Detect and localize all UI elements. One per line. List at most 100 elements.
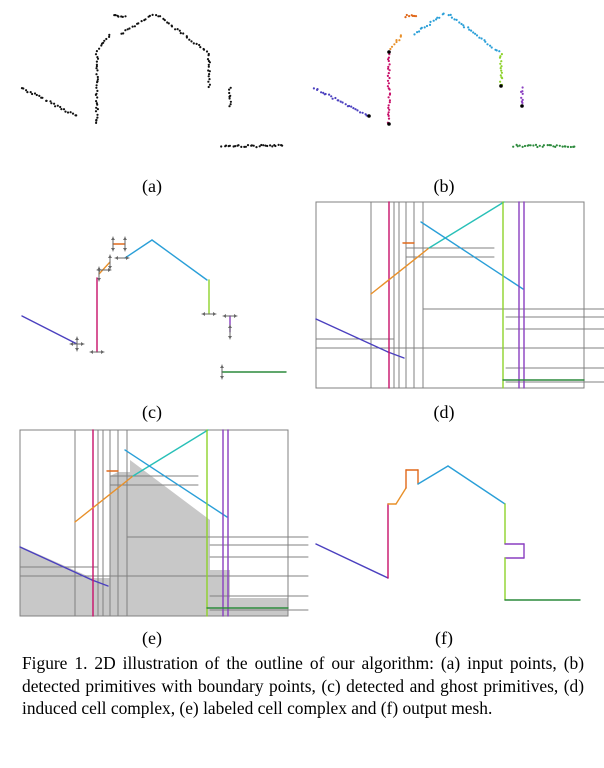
input-point (95, 86, 98, 89)
primitive-point (532, 144, 535, 147)
input-point (229, 100, 232, 103)
primitive-point (521, 145, 524, 148)
panel-d-label: (d) (433, 402, 455, 422)
primitive-point (330, 95, 333, 98)
ghost-arrowhead (228, 325, 232, 339)
ghost-arrowhead (123, 237, 127, 251)
primitive-point (413, 14, 416, 18)
input-point (66, 111, 70, 114)
primitive-line (19, 546, 93, 581)
input-point (124, 29, 127, 32)
input-point (102, 41, 105, 44)
primitive-point (337, 99, 340, 102)
input-point (96, 96, 99, 99)
ghost-arrowhead (223, 314, 237, 318)
input-point (96, 75, 99, 79)
input-point (53, 102, 56, 105)
input-point (174, 28, 177, 31)
primitive-point (564, 145, 567, 148)
input-point (199, 46, 202, 49)
input-point (122, 32, 125, 35)
primitive-point (334, 96, 337, 100)
input-point (262, 144, 265, 147)
input-point (151, 13, 154, 16)
input-point (95, 65, 98, 68)
input-point (45, 99, 48, 102)
figure-caption: Figure 1. 2D illustration of the outline… (22, 653, 584, 718)
input-point (258, 145, 261, 148)
primitive-point (418, 30, 421, 33)
primitive-point (501, 77, 504, 80)
input-point (94, 110, 98, 113)
input-point (98, 47, 101, 50)
input-point (167, 22, 170, 25)
boundary-point (367, 114, 371, 118)
input-point (170, 25, 174, 28)
input-point (255, 146, 258, 149)
primitive-line (98, 261, 111, 275)
ghost-arrowhead (90, 350, 104, 354)
primitive-point (344, 103, 347, 106)
primitive-point (316, 88, 319, 91)
primitive-point (387, 67, 390, 70)
primitive-point (555, 144, 558, 147)
input-point (229, 103, 232, 106)
input-point (228, 144, 231, 147)
primitive-point (498, 56, 502, 59)
input-point (95, 84, 98, 87)
primitive-point (546, 144, 549, 147)
primitive-line (21, 315, 78, 345)
primitive-point (474, 32, 477, 35)
primitive-point (352, 107, 355, 110)
primitive-point (328, 93, 331, 96)
input-point (96, 81, 99, 84)
input-point (30, 92, 34, 96)
ghost-arrowhead (220, 365, 224, 379)
input-point (29, 91, 32, 94)
input-point (205, 50, 209, 53)
panel-c-ghost-primitives (21, 236, 287, 380)
panel-a-label: (a) (142, 176, 162, 196)
primitive-point (534, 143, 538, 146)
input-point (121, 15, 124, 18)
panel-a-input-points (20, 13, 284, 149)
ghost-arrowhead (115, 256, 129, 260)
primitive-point (470, 29, 473, 32)
input-point (228, 91, 231, 95)
boundary-point (520, 104, 524, 108)
input-point (178, 29, 181, 32)
primitive-point (432, 19, 435, 22)
primitive-point (472, 31, 475, 34)
primitive-point (387, 96, 390, 99)
input-point (179, 31, 182, 35)
primitive-point (386, 85, 389, 88)
input-point (96, 103, 99, 106)
primitive-point (541, 145, 544, 148)
input-point (95, 100, 98, 103)
input-point (243, 145, 246, 148)
input-point (114, 14, 117, 17)
input-point (206, 58, 210, 61)
primitive-point (387, 104, 390, 107)
primitive-point (387, 72, 390, 75)
input-point (49, 100, 52, 103)
primitive-point (529, 144, 532, 147)
primitive-point (520, 90, 523, 93)
input-point (188, 38, 191, 41)
input-point (56, 104, 59, 107)
primitive-point (414, 15, 418, 18)
primitive-point (462, 24, 465, 27)
primitive-point (500, 60, 503, 63)
primitive-point (398, 39, 401, 42)
input-point (190, 40, 193, 43)
input-point (208, 78, 211, 81)
primitive-point (405, 13, 408, 17)
input-point (26, 91, 29, 94)
boundary-point (387, 122, 391, 126)
input-point (96, 116, 99, 119)
input-point (240, 145, 243, 148)
primitive-point (435, 18, 438, 21)
primitive-point (388, 69, 391, 72)
input-point (274, 144, 277, 148)
input-point (117, 15, 120, 18)
